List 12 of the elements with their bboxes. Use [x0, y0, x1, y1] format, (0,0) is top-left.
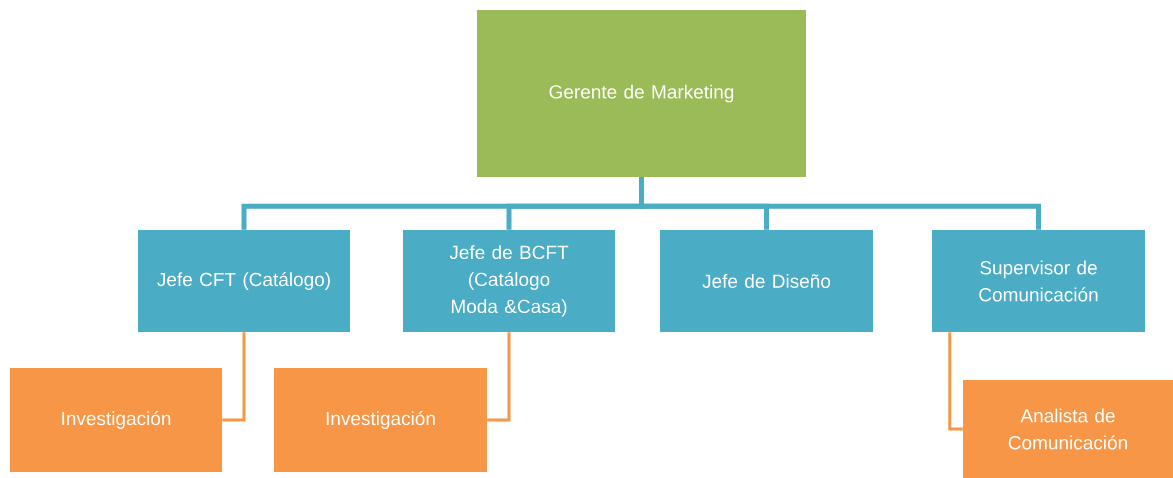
org-box: Jefe de BCFT (Catálogo Moda &Casa) [403, 230, 615, 332]
connector-line [222, 332, 246, 422]
org-box: Investigación [10, 368, 222, 472]
org-box: Supervisor de Comunicación [932, 230, 1145, 332]
org-box: Jefe de Diseño [660, 230, 873, 332]
org-box: Gerente de Marketing [477, 10, 806, 177]
org-box: Investigación [274, 368, 487, 472]
connector-line [487, 332, 511, 422]
connector-line [948, 332, 963, 431]
org-box: Jefe CFT (Catálogo) [138, 230, 350, 332]
connector-line [639, 177, 1041, 230]
org-box: Analista de Comunicación [963, 380, 1173, 478]
